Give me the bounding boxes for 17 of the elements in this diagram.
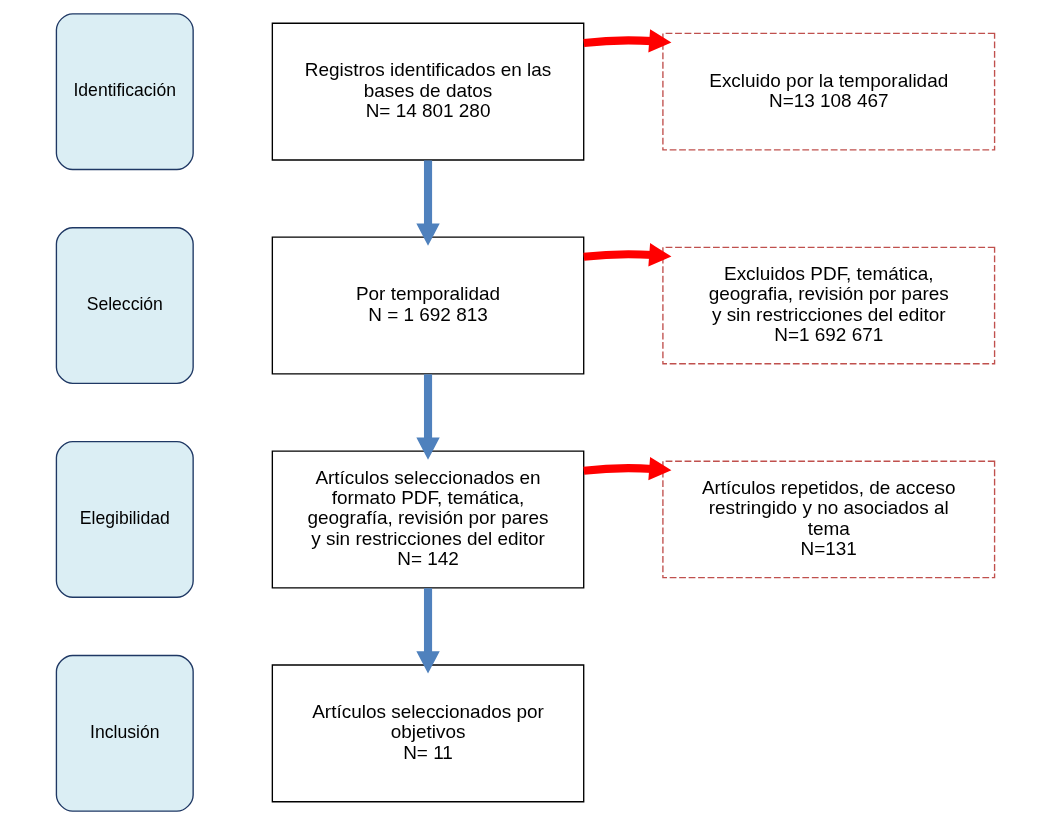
node-box: Artículos seleccionados en formato PDF, temática, geografía, revisión por pares y sin restricciones del editor N= 142 [271,450,585,589]
arrow [416,374,440,460]
arrow [583,243,672,267]
node-box: Elegibilidad [55,440,194,598]
node-box: Registros identificados en las bases de datos N= 14 801 280 [271,22,585,161]
arrow [416,160,440,246]
node-box: Excluidos PDF, temática, geografia, revisión por pares y sin restricciones del editor N=1 692 671 [662,246,996,365]
node-box: Excluido por la temporalidad N=13 108 467 [662,32,996,151]
node-box: Por temporalidad N = 1 692 813 [271,236,585,375]
node-box: Artículos seleccionados por objetivos N= 11 [271,664,585,803]
arrow [583,29,672,53]
node-box: Artículos repetidos, de acceso restringido y no asociados al tema N=131 [662,460,996,579]
node-box: Selección [55,227,194,385]
arrow [416,588,440,674]
node-box: Identificación [55,13,194,171]
arrow [583,457,672,481]
node-box: Inclusión [55,654,194,812]
